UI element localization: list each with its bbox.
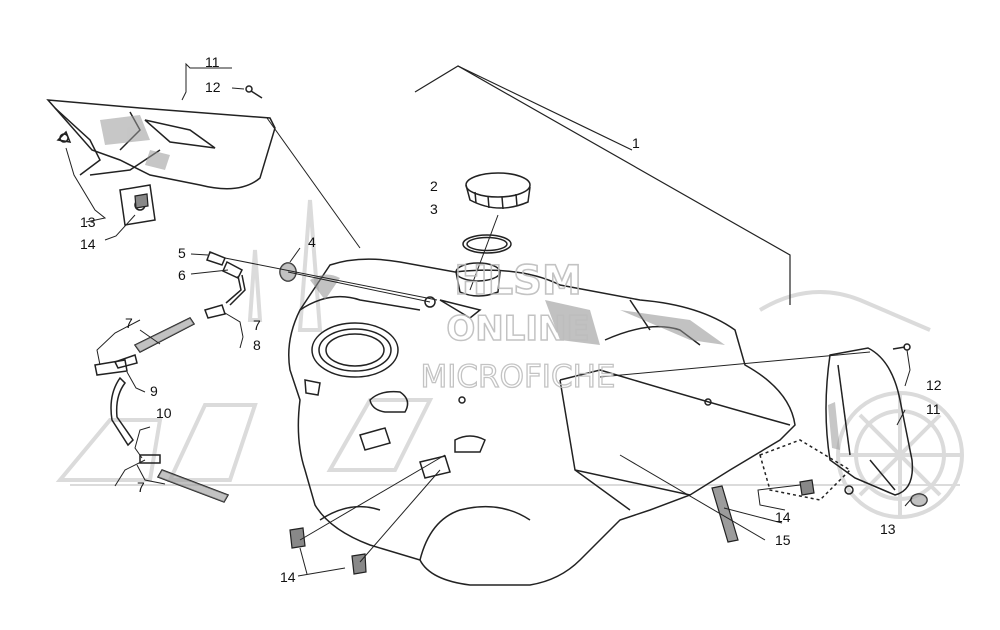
callout-9: 9 xyxy=(150,383,158,399)
callout-7-upper-left: 7 xyxy=(125,315,133,331)
hlsm-watermark: HLSM ONLINE MICROFICHE xyxy=(420,257,616,395)
leader-lines xyxy=(65,62,913,577)
callout-5: 5 xyxy=(178,245,186,261)
callout-14-left: 14 xyxy=(80,236,96,252)
assembly-bracket xyxy=(414,65,791,305)
callout-6: 6 xyxy=(178,267,186,283)
callout-12-right: 12 xyxy=(926,377,942,393)
callout-8: 8 xyxy=(253,337,261,353)
tank-shading xyxy=(310,274,725,345)
callout-labels: 1 2 3 4 5 6 7 7 7 8 9 10 11 12 13 14 11 … xyxy=(80,54,942,585)
callout-13-right: 13 xyxy=(880,521,896,537)
fuel-cap xyxy=(465,172,531,210)
left-panel-shading xyxy=(100,115,170,170)
right-panel-shading xyxy=(828,402,840,450)
callout-10: 10 xyxy=(156,405,172,421)
callout-7-lower: 7 xyxy=(137,479,145,495)
callout-1: 1 xyxy=(632,135,640,151)
watermark-online: ONLINE xyxy=(446,309,589,349)
callout-15: 15 xyxy=(775,532,791,548)
left-panel-screw xyxy=(245,85,263,99)
callout-3: 3 xyxy=(430,201,438,217)
callout-13-left: 13 xyxy=(80,214,96,230)
tank-clips xyxy=(134,193,815,575)
fuel-tank xyxy=(288,258,796,586)
callout-11-left: 11 xyxy=(205,54,220,70)
callout-11-right: 11 xyxy=(926,401,941,417)
callout-2: 2 xyxy=(430,178,438,194)
tank-pad xyxy=(711,485,739,543)
watermark-microfiche: MICROFICHE xyxy=(421,359,616,395)
right-panel-screw xyxy=(892,343,911,351)
callout-7-upper-right: 7 xyxy=(253,317,261,333)
fuel-line-parts xyxy=(94,251,246,503)
tank-filler-neck xyxy=(311,262,501,378)
background-logo-watermark xyxy=(55,199,964,519)
watermark-hlsm: HLSM xyxy=(454,258,582,304)
callout-12-left: 12 xyxy=(205,79,221,95)
cap-leader xyxy=(469,214,499,291)
callout-14-bottom: 14 xyxy=(280,569,296,585)
callout-4: 4 xyxy=(308,234,316,250)
callout-14-right: 14 xyxy=(775,509,791,525)
cap-gasket xyxy=(462,234,512,254)
